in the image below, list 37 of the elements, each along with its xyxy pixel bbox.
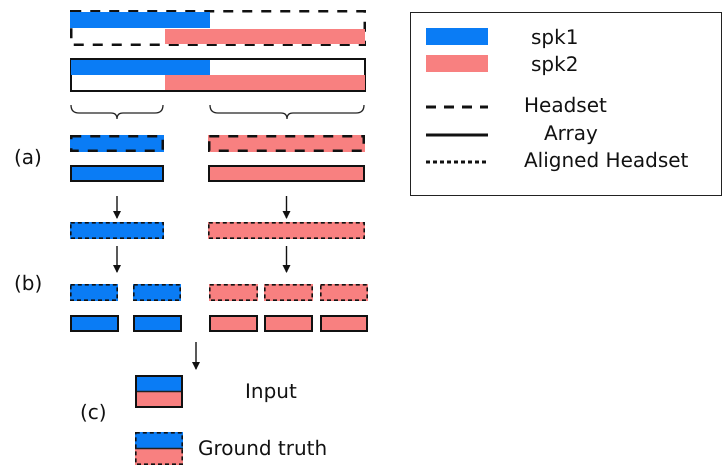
segment-caption: Input xyxy=(245,380,297,400)
segment-bar xyxy=(70,165,164,182)
segment-caption: Ground truth xyxy=(198,438,328,458)
segment-bar xyxy=(70,284,118,301)
recording-box xyxy=(70,58,366,92)
legend-label: Array xyxy=(544,123,598,143)
legend-label: Aligned Headset xyxy=(524,150,688,170)
segment-bar xyxy=(71,60,210,75)
panel-label: (b) xyxy=(14,273,42,293)
segment-bar xyxy=(70,315,119,332)
legend-label: spk1 xyxy=(531,27,578,47)
legend-label: spk2 xyxy=(531,54,578,74)
segment-bar xyxy=(165,29,365,44)
segment-bar xyxy=(208,135,365,152)
segment-bar xyxy=(70,135,164,152)
segment-bar xyxy=(264,315,313,332)
arrow xyxy=(113,196,121,219)
arrow xyxy=(192,342,200,370)
segment-bar xyxy=(208,222,365,239)
legend-label: Headset xyxy=(524,95,607,115)
segment-bar xyxy=(320,315,368,332)
segment-bar xyxy=(264,284,313,301)
arrow xyxy=(282,246,290,273)
arrow xyxy=(113,246,121,273)
segment-bar xyxy=(208,165,365,182)
segment-bar xyxy=(320,284,368,301)
arrow xyxy=(282,196,290,219)
segment-bar xyxy=(133,315,182,332)
segment-bar xyxy=(209,284,258,301)
recording-box xyxy=(70,10,366,46)
segment-bar xyxy=(70,12,210,28)
segment-bar xyxy=(209,315,258,332)
segment-bar xyxy=(70,222,164,239)
segment-bar xyxy=(165,75,365,90)
panel-label: (c) xyxy=(80,402,107,422)
segment-bar xyxy=(133,284,181,301)
panel-label: (a) xyxy=(14,147,42,167)
